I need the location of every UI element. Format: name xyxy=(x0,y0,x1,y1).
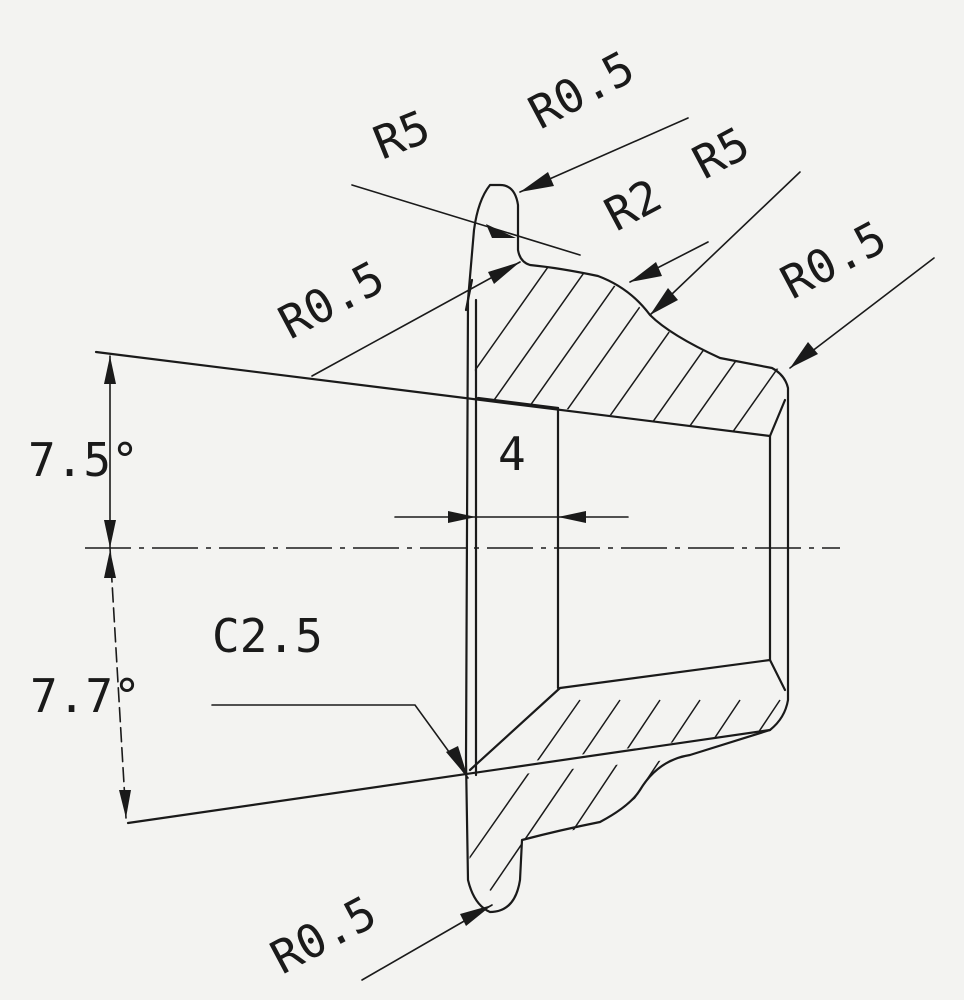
label-r5-top-right: R5 xyxy=(684,116,758,190)
width-dimension xyxy=(394,511,629,523)
label-r05-bottom: R0.5 xyxy=(262,885,385,985)
label-chamfer: C2.5 xyxy=(212,609,323,663)
label-r05-left: R0.5 xyxy=(270,250,393,350)
label-r5-top-left: R5 xyxy=(366,99,438,170)
section-hatch-bottom xyxy=(468,699,785,905)
leaders xyxy=(211,117,935,981)
label-r05-right: R0.5 xyxy=(772,210,895,310)
label-angle-upper: 7.5° xyxy=(28,433,139,487)
part-outline xyxy=(94,183,790,914)
label-angle-lower: 7.7° xyxy=(30,669,141,723)
label-width: 4 xyxy=(498,427,526,481)
angle-dimensions xyxy=(104,355,131,819)
label-r05-top: R0.5 xyxy=(520,40,643,140)
label-r2: R2 xyxy=(596,168,670,242)
